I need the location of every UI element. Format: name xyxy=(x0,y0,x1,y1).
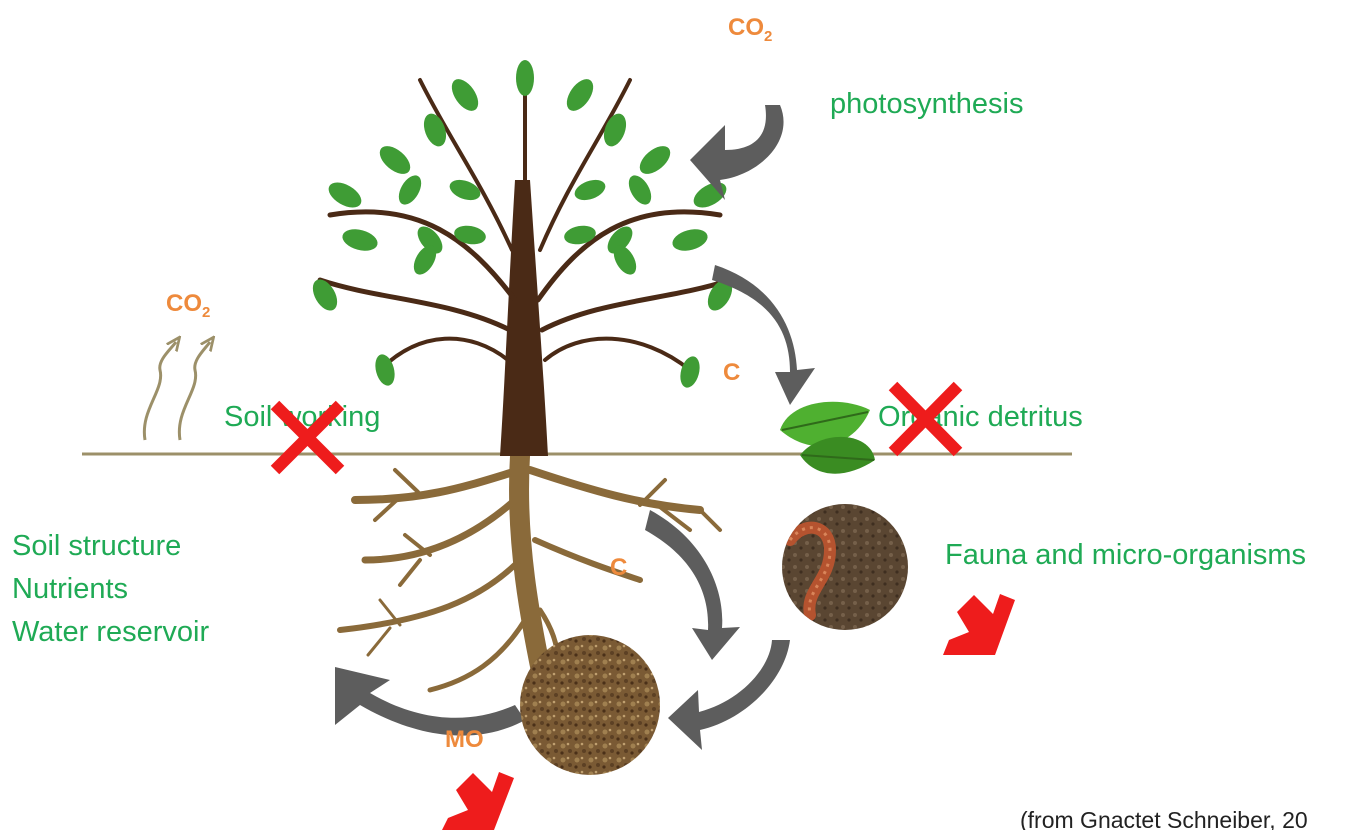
organic-matter-soil-circle xyxy=(520,635,660,775)
root-carbon-arrow xyxy=(645,510,740,660)
water-reservoir-label: Water reservoir xyxy=(12,616,209,648)
tree-roots xyxy=(340,456,720,690)
tree-branches xyxy=(320,70,730,400)
soil-structure-label: Soil structure xyxy=(12,530,181,562)
decrease-arrow-fauna xyxy=(943,594,1015,655)
co2-left-label: CO2 xyxy=(166,290,210,321)
om-to-soil-arrow xyxy=(335,667,525,736)
co2-top-label: CO2 xyxy=(728,14,772,45)
organic-matter-label: MO xyxy=(445,726,484,753)
nutrients-label: Nutrients xyxy=(12,573,128,605)
fauna-to-om-arrow xyxy=(668,640,790,750)
photosynthesis-label: photosynthesis xyxy=(830,88,1023,120)
co2-release-arrows xyxy=(144,342,210,440)
earthworm-soil-circle xyxy=(782,504,908,630)
carbon-lower-label: C xyxy=(610,554,627,581)
fallen-leaf xyxy=(780,402,875,474)
carbon-upper-label: C xyxy=(723,359,740,386)
fauna-label: Fauna and micro-organisms xyxy=(945,539,1306,571)
decrease-arrow-organic-matter xyxy=(442,772,514,830)
citation-text: (from Gnactet Schneiber, 20 xyxy=(1020,807,1308,830)
co2-uptake-arrow xyxy=(690,105,784,200)
